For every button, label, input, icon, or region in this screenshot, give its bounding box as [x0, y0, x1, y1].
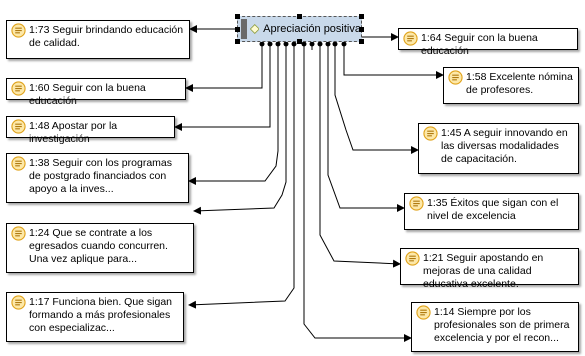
quote-node[interactable]: 1:24 Que se contrate a los egresados cua…: [6, 223, 194, 273]
quote-node[interactable]: 1:45 A seguir innovando en las diversas …: [418, 123, 579, 174]
link-1-48: [174, 44, 271, 131]
link-1-14: [303, 44, 412, 342]
quote-node[interactable]: 1:58 Excelente nómina de profesores.: [443, 67, 579, 104]
document-quote-icon: [448, 70, 463, 85]
selection-handle[interactable]: [297, 39, 302, 44]
link-1-24: [193, 44, 287, 215]
selection-handle[interactable]: [235, 39, 240, 44]
code-label: Apreciación positiva: [263, 23, 361, 35]
quote-node[interactable]: 1:21 Seguir apostando en mejoras de una …: [400, 248, 579, 290]
quote-text: 1:64 Seguir con la buena educación: [421, 32, 538, 57]
document-quote-icon: [416, 305, 431, 320]
selection-handle[interactable]: [235, 14, 240, 19]
quote-node[interactable]: 1:60 Seguir con la buena educación: [6, 78, 186, 107]
selection-handle[interactable]: [235, 27, 240, 32]
quote-node[interactable]: 1:48 Apostar por la investigación: [6, 116, 175, 145]
quote-node[interactable]: 1:35 Éxitos que sigan con el nivel de ex…: [404, 193, 579, 230]
quote-text: 1:38 Seguir con los programas de postgra…: [29, 157, 172, 195]
code-node[interactable]: Apreciación positiva: [235, 14, 364, 44]
link-1-17: [188, 44, 295, 309]
document-quote-icon: [409, 196, 424, 211]
link-1-60: [185, 44, 263, 92]
document-quote-icon: [11, 295, 26, 310]
quote-text: 1:48 Apostar por la investigación: [29, 120, 118, 145]
quote-text: 1:14 Siempre por los profesionales son d…: [434, 306, 570, 344]
link-1-38: [188, 44, 279, 185]
quote-text: 1:60 Seguir con la buena educación: [29, 82, 146, 107]
quote-node[interactable]: 1:64 Seguir con la buena educación: [398, 28, 578, 57]
link-1-45: [334, 44, 419, 154]
link-1-35: [327, 44, 405, 212]
diamond-code-icon: [249, 24, 260, 34]
document-quote-icon: [11, 23, 26, 38]
quote-node[interactable]: 1:73 Seguir brindando educación de calid…: [6, 20, 190, 59]
selection-handle[interactable]: [359, 27, 364, 32]
quote-text: 1:21 Seguir apostando en mejoras de una …: [423, 252, 544, 290]
document-quote-icon: [11, 81, 26, 96]
selection-handle[interactable]: [359, 14, 364, 19]
quote-text: 1:35 Éxitos que sigan con el nivel de ex…: [427, 197, 559, 222]
document-quote-icon: [403, 31, 418, 46]
quote-node[interactable]: 1:14 Siempre por los profesionales son d…: [411, 302, 579, 352]
code-color-bar: [241, 19, 247, 39]
document-quote-icon: [405, 251, 420, 266]
link-1-58: [343, 44, 444, 79]
quote-text: 1:17 Funciona bien. Que sigan formando a…: [29, 296, 173, 334]
link-1-21: [319, 44, 401, 268]
quote-text: 1:24 Que se contrate a los egresados cua…: [29, 227, 168, 265]
quote-node[interactable]: 1:38 Seguir con los programas de postgra…: [6, 153, 189, 203]
quote-text: 1:45 A seguir innovando en las diversas …: [441, 127, 568, 165]
selection-handle[interactable]: [297, 14, 302, 19]
quote-text: 1:73 Seguir brindando educación de calid…: [29, 24, 184, 49]
quote-text: 1:58 Excelente nómina de profesores.: [466, 71, 573, 96]
quote-node[interactable]: 1:17 Funciona bien. Que sigan formando a…: [6, 292, 184, 342]
document-quote-icon: [11, 226, 26, 241]
selection-handle[interactable]: [359, 39, 364, 44]
document-quote-icon: [423, 126, 438, 141]
document-quote-icon: [11, 156, 26, 171]
document-quote-icon: [11, 119, 26, 134]
